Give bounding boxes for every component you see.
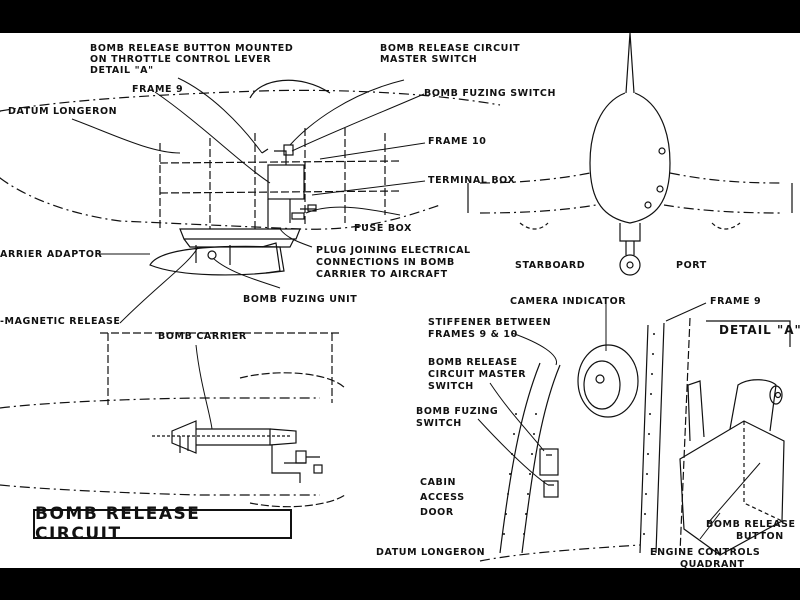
label-frame-10: FRAME 10 [428,136,487,147]
label-stiffener-line1: STIFFENER BETWEEN [428,317,552,328]
label-bomb-release-button-detail-line2: BUTTON [736,531,784,542]
label-bomb-fuzing-switch-top: BOMB FUZING SWITCH [424,88,557,99]
detail-a-title: DETAIL "A" [719,323,800,337]
label-fuse-box: FUSE BOX [354,223,412,234]
label-starboard: STARBOARD [515,260,586,271]
label-datum-longeron-top: DATUM LONGERON [8,106,118,117]
detail-a-cockpit [479,317,791,562]
label-bomb-carrier: BOMB CARRIER [158,331,247,342]
label-frame-9-top: FRAME 9 [132,84,184,95]
label-bomb-fuzing-switch-detail-line1: BOMB FUZING [416,406,499,417]
fuselage-side-view [0,79,501,276]
label-datum-longeron-bottom: DATUM LONGERON [376,547,486,558]
label-on-throttle-control-lever: ON THROTTLE CONTROL LEVER [90,54,272,65]
label-magnetic-release: -MAGNETIC RELEASE [0,316,121,327]
label-bomb-release-button-detail-line1: BOMB RELEASE [706,519,796,530]
label-brc-master-detail-line3: SWITCH [428,381,474,392]
label-brc-master-switch-top-line1: BOMB RELEASE CIRCUIT [380,43,521,54]
label-bomb-fuzing-switch-detail-line2: SWITCH [416,418,462,429]
label-brc-master-detail-line2: CIRCUIT MASTER [428,369,527,380]
label-cabin-line2: ACCESS [420,492,465,503]
label-stiffener-line2: FRAMES 9 & 10 [428,329,518,340]
label-cabin-line3: DOOR [420,507,454,518]
label-plug-line3: CARRIER TO AIRCRAFT [316,269,448,280]
label-camera-indicator: CAMERA INDICATOR [510,296,627,307]
fuselage-plan-view [0,332,346,508]
front-view-aircraft [467,33,793,276]
label-brc-master-switch-top-line2: MASTER SWITCH [380,54,478,65]
label-frame-9-detail: FRAME 9 [710,296,762,307]
label-terminal-box: TERMINAL BOX [428,175,516,186]
label-carrier-adaptor: ARRIER ADAPTOR [0,249,103,260]
technical-drawing [0,33,793,562]
label-engine-controls-line2: QUADRANT [680,559,745,568]
label-bomb-fuzing-unit: BOMB FUZING UNIT [243,294,358,305]
label-cabin-line1: CABIN [420,477,457,488]
drawing-sheet: BOMB RELEASE BUTTON MOUNTED ON THROTTLE … [0,33,800,568]
label-brc-master-detail-line1: BOMB RELEASE [428,357,518,368]
label-bomb-release-button-mounted: BOMB RELEASE BUTTON MOUNTED [90,43,294,54]
label-engine-controls-line1: ENGINE CONTROLS [650,547,761,558]
label-plug-line2: CONNECTIONS IN BOMB [316,257,455,268]
label-port: PORT [676,260,707,271]
title-box: BOMB RELEASE CIRCUIT [33,504,292,544]
label-detail-a-ref: DETAIL "A" [90,65,154,76]
drawing-title: BOMB RELEASE CIRCUIT [35,504,201,544]
leader-lines [71,77,761,540]
label-plug-line1: PLUG JOINING ELECTRICAL [316,245,471,256]
